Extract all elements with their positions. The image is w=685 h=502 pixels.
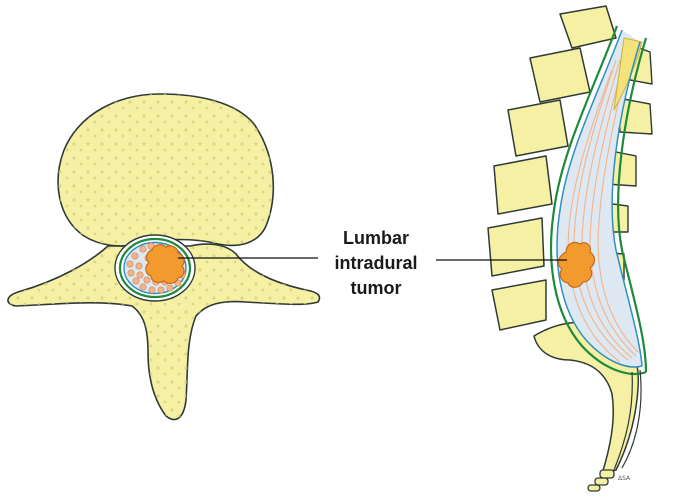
dura-mater-sagittal (549, 25, 647, 376)
coccyx (587, 469, 615, 492)
tumor-label-line-1: Lumbar (342, 228, 409, 248)
tumor-label-line-3: tumor (350, 278, 402, 298)
artist-signature: ΔSA (618, 475, 631, 482)
tumor-axial (145, 244, 185, 284)
arachnoid-sagittal (556, 29, 643, 368)
tumor-sagittal (557, 241, 596, 288)
sagittal-spine: ΔSA (487, 5, 653, 492)
dura-mater-axial (118, 237, 192, 299)
nerve-roots-axial (126, 242, 186, 294)
axial-vertebra (7, 93, 321, 421)
tumor-label: Lumbar intradural tumor (318, 226, 434, 301)
tumor-label-line-2: intradural (334, 253, 418, 273)
vertebral-bodies-sagittal (487, 5, 617, 331)
